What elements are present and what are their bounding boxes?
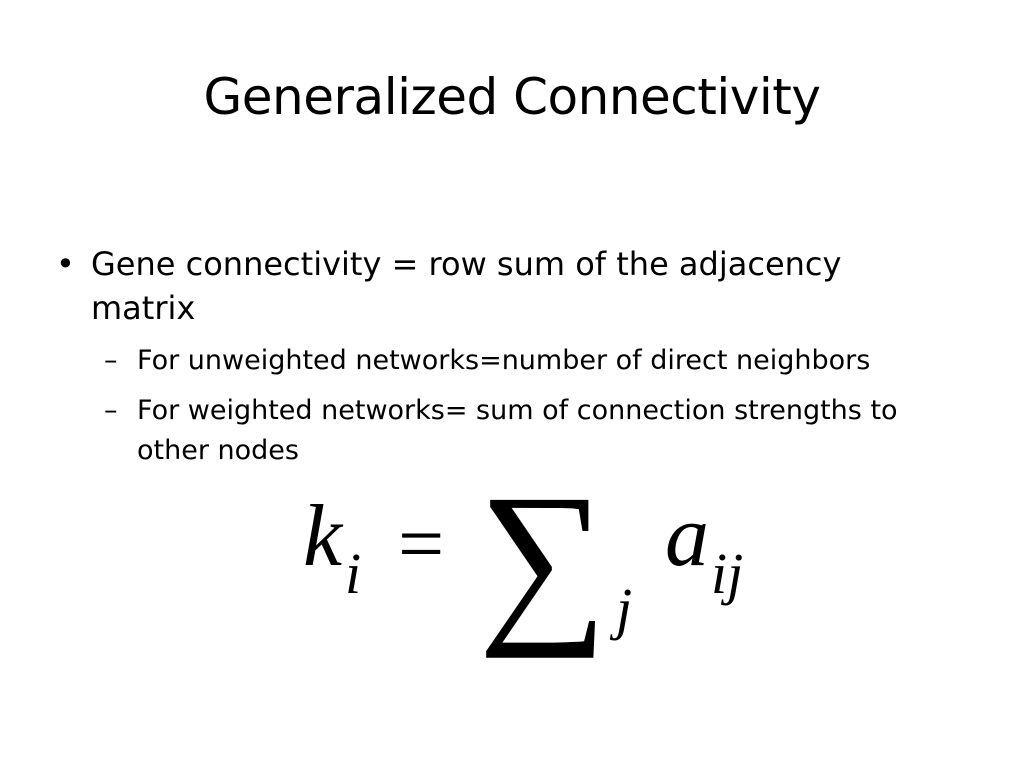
sub-bullet-text: For unweighted networks=number of direct… <box>137 345 871 376</box>
formula-term-subscript: ij <box>711 541 744 606</box>
sub-bullet-marker: – <box>104 345 118 376</box>
sub-bullet-text: For weighted networks= sum of connection… <box>137 395 898 466</box>
formula-term: a <box>665 488 709 585</box>
sub-bullet-marker: – <box>104 395 118 426</box>
sub-bullet-item: – For weighted networks= sum of connecti… <box>104 391 964 471</box>
formula-lhs-subscript: i <box>345 541 362 606</box>
formula-equals-sign: = <box>398 498 445 589</box>
sub-bullet-item: – For unweighted networks=number of dire… <box>104 341 984 381</box>
formula-lhs: k <box>303 488 343 585</box>
bullet-marker: • <box>56 245 75 283</box>
bullet-text: Gene connectivity = row sum of the adjac… <box>91 245 842 327</box>
formula-summation-symbol: ∑ <box>478 458 608 659</box>
formula-summation-index: j <box>616 576 633 641</box>
bullet-item: • Gene connectivity = row sum of the adj… <box>56 242 936 330</box>
slide-title: Generalized Connectivity <box>203 68 821 126</box>
